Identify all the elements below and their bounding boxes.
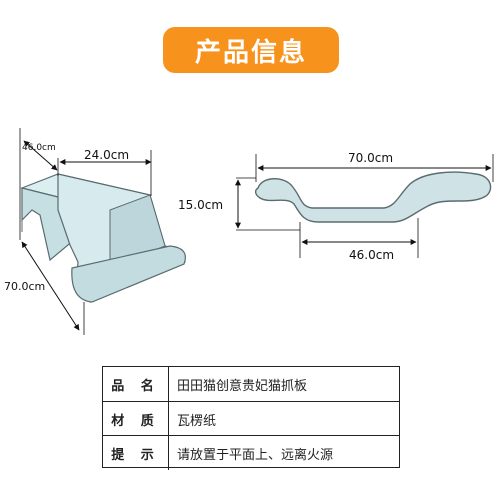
- spec-label: 提 示: [103, 436, 169, 470]
- spec-row-tip: 提 示 请放置于平面上、远离火源: [103, 435, 399, 470]
- right-bottom-width-label: 46.0cm: [349, 248, 394, 262]
- right-product-profile: [254, 171, 492, 223]
- left-product-illustration: [20, 173, 186, 303]
- spec-row-name: 品 名 田田猫创意贵妃猫抓板: [103, 367, 399, 401]
- left-length-label: 70.0cm: [4, 280, 45, 293]
- left-dimension-lines: [19, 128, 152, 335]
- left-depth-label: 46.0cm: [22, 143, 56, 153]
- right-overall-width-label: 70.0cm: [348, 151, 393, 165]
- spec-row-material: 材 质 瓦楞纸: [103, 401, 399, 436]
- spec-label: 材 质: [103, 402, 169, 436]
- spec-label: 品 名: [103, 367, 169, 401]
- spec-value: 瓦楞纸: [177, 413, 217, 429]
- title-banner: 产品信息: [163, 27, 339, 73]
- right-height-label: 15.0cm: [178, 198, 223, 212]
- spec-value: 田田猫创意贵妃猫抓板: [177, 378, 308, 394]
- page-title: 产品信息: [194, 37, 307, 68]
- spec-value: 请放置于平面上、远离火源: [177, 447, 334, 463]
- right-dimension-lines: [235, 154, 494, 258]
- spec-table: 品 名 田田猫创意贵妃猫抓板 材 质 瓦楞纸 提 示 请放置于平面上、远离火源: [102, 366, 400, 470]
- left-top-width-label: 24.0cm: [84, 148, 129, 162]
